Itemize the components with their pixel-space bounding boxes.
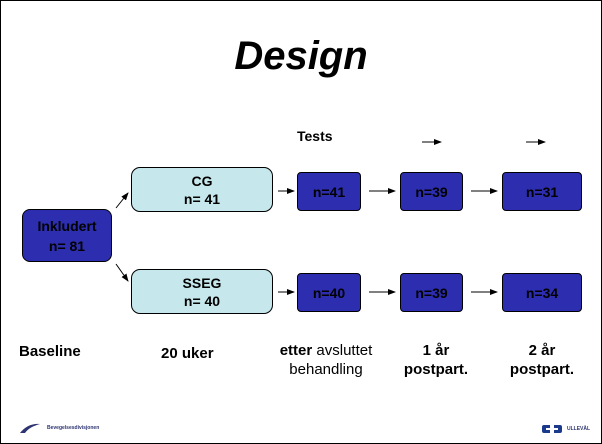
swoosh-logo-icon <box>20 423 40 433</box>
cg-followup-box-1: n=41 <box>297 172 361 211</box>
slide-title: Design <box>234 34 368 78</box>
sseg-followup-box-1: n=40 <box>297 273 361 312</box>
year2-line1: 2 år <box>528 342 556 359</box>
timepoint-after-treatment: etter avsluttet behandling <box>265 341 387 379</box>
included-count: n= 81 <box>48 237 86 254</box>
bevegelsesdivisjonen-logo: Bevegelsesdivisjonen <box>19 421 99 435</box>
year1-line2: postpart. <box>403 361 469 378</box>
sseg-group-label: SSEG <box>182 274 222 291</box>
cg-group-label: CG <box>191 172 213 189</box>
sseg-followup-box-3: n=34 <box>502 273 582 312</box>
cg-followup-box-3: n=31 <box>502 172 582 211</box>
cg-group-box: CG n= 41 <box>131 167 273 212</box>
ulleval-mark-icon <box>542 425 562 433</box>
included-label: Inkludert <box>37 217 97 234</box>
sseg-group-count: n= 40 <box>183 292 221 309</box>
arrow-included-to-sseg <box>115 263 129 282</box>
year1-line1: 1 år <box>422 342 450 359</box>
right-logo-text: ULLEVÅL <box>567 426 591 432</box>
after-bold-text: etter <box>279 342 313 359</box>
cg-followup-box-2: n=39 <box>400 172 463 211</box>
after-line2-text: behandling <box>289 361 363 378</box>
included-box: Inkludert n= 81 <box>22 209 112 262</box>
cg-group-count: n= 41 <box>183 190 221 207</box>
sseg-group-box: SSEG n= 40 <box>131 269 273 314</box>
timepoint-baseline: Baseline <box>19 343 81 360</box>
timepoint-2-years: 2 år postpart. <box>501 341 583 379</box>
year2-line2: postpart. <box>509 361 575 378</box>
sseg-followup-box-2: n=39 <box>400 273 463 312</box>
tests-label: Tests <box>297 128 333 144</box>
left-logo-text: Bevegelsesdivisjonen <box>47 425 100 431</box>
after-normal-text: avsluttet <box>312 342 373 359</box>
timepoint-1-year: 1 år postpart. <box>398 341 474 379</box>
arrow-included-to-cg <box>115 192 129 209</box>
timepoint-20-weeks: 20 uker <box>161 345 214 362</box>
ulleval-logo: ULLEVÅL <box>541 424 590 434</box>
